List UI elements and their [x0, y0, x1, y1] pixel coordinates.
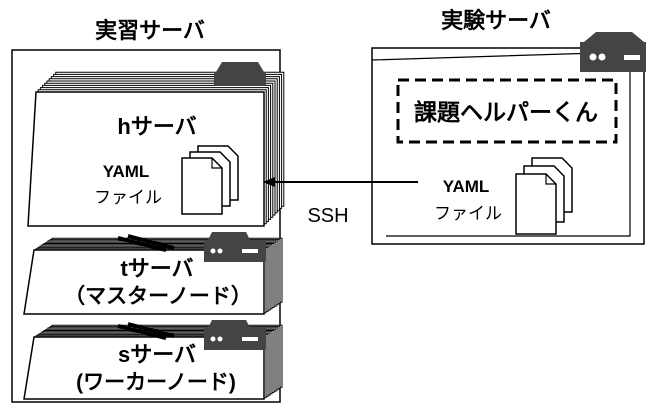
h-yaml-documents-icon [181, 145, 239, 215]
s-server-rack-marks [117, 322, 175, 340]
server-card-layer [23, 336, 265, 400]
server-card-layer [23, 249, 265, 315]
t-server-name: tサーバ [120, 256, 193, 281]
experiment-server-title: 実験サーバ [441, 8, 551, 33]
experiment-yaml-documents-icon [515, 157, 573, 235]
practice-server-title: 実習サーバ [95, 18, 205, 43]
experiment-server-frame-slant [371, 51, 631, 237]
h-server-icon [214, 62, 266, 86]
t-server-role: （マスターノード） [64, 284, 252, 308]
experiment-server-icon [580, 32, 646, 72]
helper-box [396, 78, 618, 144]
s-server-name: sサーバ [118, 342, 196, 367]
t-server-rack-marks [117, 234, 175, 252]
h-file-label: ファイル [94, 188, 162, 207]
experiment-file-label: ファイル [434, 204, 502, 223]
s-server-icon [204, 320, 266, 350]
t-server-icon [204, 232, 266, 262]
s-server-role: (ワーカーノード) [76, 371, 236, 394]
ssh-label: SSH [307, 205, 348, 227]
experiment-server-frame [371, 47, 645, 245]
h-server-name: hサーバ [117, 114, 196, 139]
helper-name: 課題ヘルパーくん [414, 99, 598, 125]
experiment-yaml-label: YAML [443, 177, 490, 196]
h-yaml-label: YAML [103, 162, 150, 181]
